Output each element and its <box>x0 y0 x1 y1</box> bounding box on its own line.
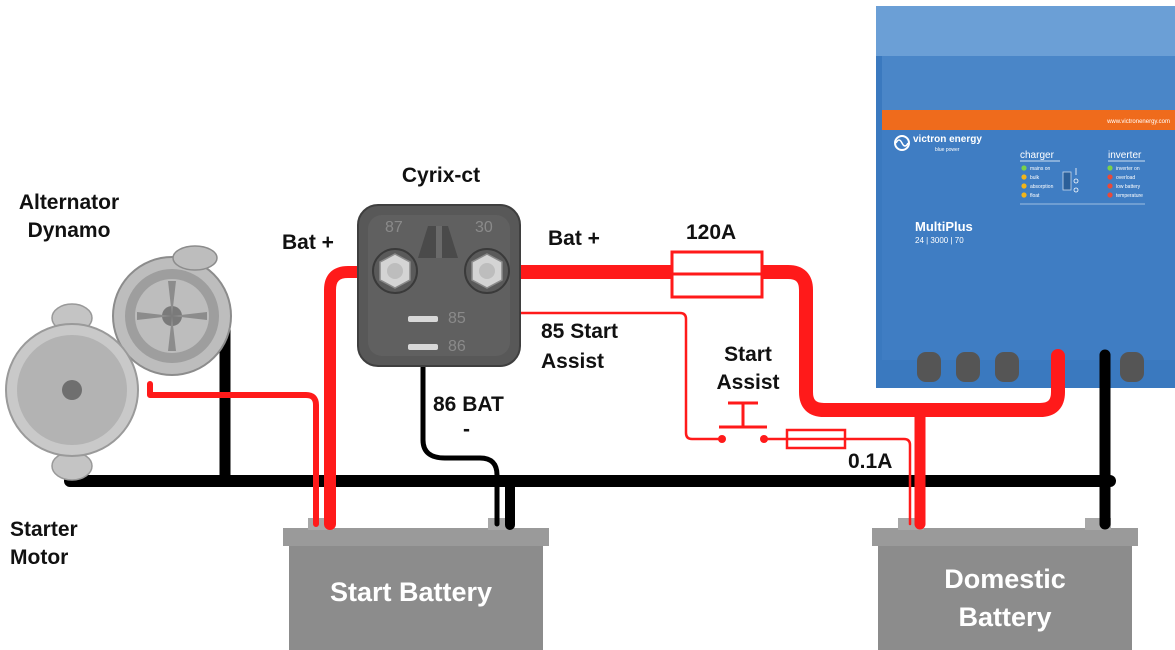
start-assist-85-label-line2: Assist <box>541 350 604 373</box>
start-battery: Start Battery <box>283 518 549 650</box>
inverter-model: MultiPlus <box>915 219 973 234</box>
bat-plus-left-label: Bat + <box>282 231 334 254</box>
inverter-brand: victron energy <box>913 134 982 145</box>
bat86-label-line1: 86 BAT <box>433 393 504 416</box>
alternator-dynamo <box>112 245 232 376</box>
switch-label-line2: Assist <box>716 371 779 394</box>
led-label: overload <box>1116 175 1135 181</box>
cyrix-title: Cyrix-ct <box>402 164 480 187</box>
led-label: absorption <box>1030 184 1054 190</box>
led-label: inverter on <box>1116 166 1140 172</box>
start-battery-label: Start Battery <box>330 577 492 607</box>
fuse-120a <box>670 250 764 299</box>
led-float <box>1021 192 1027 198</box>
inverter-orange-stripe <box>882 110 1175 130</box>
led-label: float <box>1030 193 1040 199</box>
led-inverter-on <box>1107 165 1113 171</box>
led-overload <box>1107 174 1113 180</box>
inverter-brand-sub: blue power <box>935 147 960 153</box>
starter-label-line1: Starter <box>10 518 78 541</box>
relay-stud-right-icon <box>464 248 510 294</box>
fuse-small-label: 0.1A <box>848 450 892 473</box>
domestic-battery-label-line2: Battery <box>958 602 1051 632</box>
positive-wires <box>147 265 1065 530</box>
inverter-website: www.victronenergy.com <box>1106 119 1170 125</box>
led-temperature <box>1107 192 1113 198</box>
cyrix-ct-relay: 87 30 85 86 <box>357 204 521 367</box>
relay-stud-left-icon <box>372 248 418 294</box>
bat-plus-right-label: Bat + <box>548 227 600 250</box>
start-assist-switch-icon <box>718 401 768 443</box>
victron-logo-icon <box>894 135 910 151</box>
relay-terminal-87: 87 <box>385 219 403 236</box>
alternator-label-line2: Dynamo <box>28 219 111 242</box>
relay-terminal-86: 86 <box>448 338 466 355</box>
relay-terminal-85: 85 <box>448 310 466 327</box>
inverter-led-list: inverter on overload low battery tempera… <box>1107 165 1143 199</box>
starter-motor <box>5 303 139 481</box>
diagram-labels: Alternator Dynamo Starter Motor Cyrix-ct… <box>10 164 892 569</box>
inverter-title: inverter <box>1108 150 1142 161</box>
start-assist-85-label-line1: 85 Start <box>541 320 618 343</box>
charger-led-list: mains on bulk absorption float <box>1021 165 1054 199</box>
fuse-main-label: 120A <box>686 221 736 244</box>
led-absorption <box>1021 183 1027 189</box>
cable-glands <box>917 352 1144 382</box>
alternator-label-line1: Alternator <box>19 191 119 214</box>
led-bulk <box>1021 174 1027 180</box>
domestic-battery: Domestic Battery <box>872 518 1138 650</box>
fuse-0-1a <box>785 428 847 450</box>
led-mains-on <box>1021 165 1027 171</box>
switch-label-line1: Start <box>724 343 772 366</box>
led-low-battery <box>1107 183 1113 189</box>
led-label: mains on <box>1030 166 1051 172</box>
led-label: temperature <box>1116 193 1143 199</box>
negative-wires <box>64 316 1116 530</box>
starter-label-line2: Motor <box>10 546 68 569</box>
inverter-spec: 24 | 3000 | 70 <box>915 236 964 245</box>
charger-title: charger <box>1020 150 1055 161</box>
led-label: low battery <box>1116 184 1141 190</box>
domestic-battery-label-line1: Domestic <box>944 564 1066 594</box>
bat86-label-line2: - <box>463 418 470 441</box>
mode-switch <box>1062 168 1079 193</box>
led-label: bulk <box>1030 175 1040 181</box>
relay-terminal-30: 30 <box>475 219 493 236</box>
multiplus-inverter: www.victronenergy.com victron energy blu… <box>876 6 1175 388</box>
